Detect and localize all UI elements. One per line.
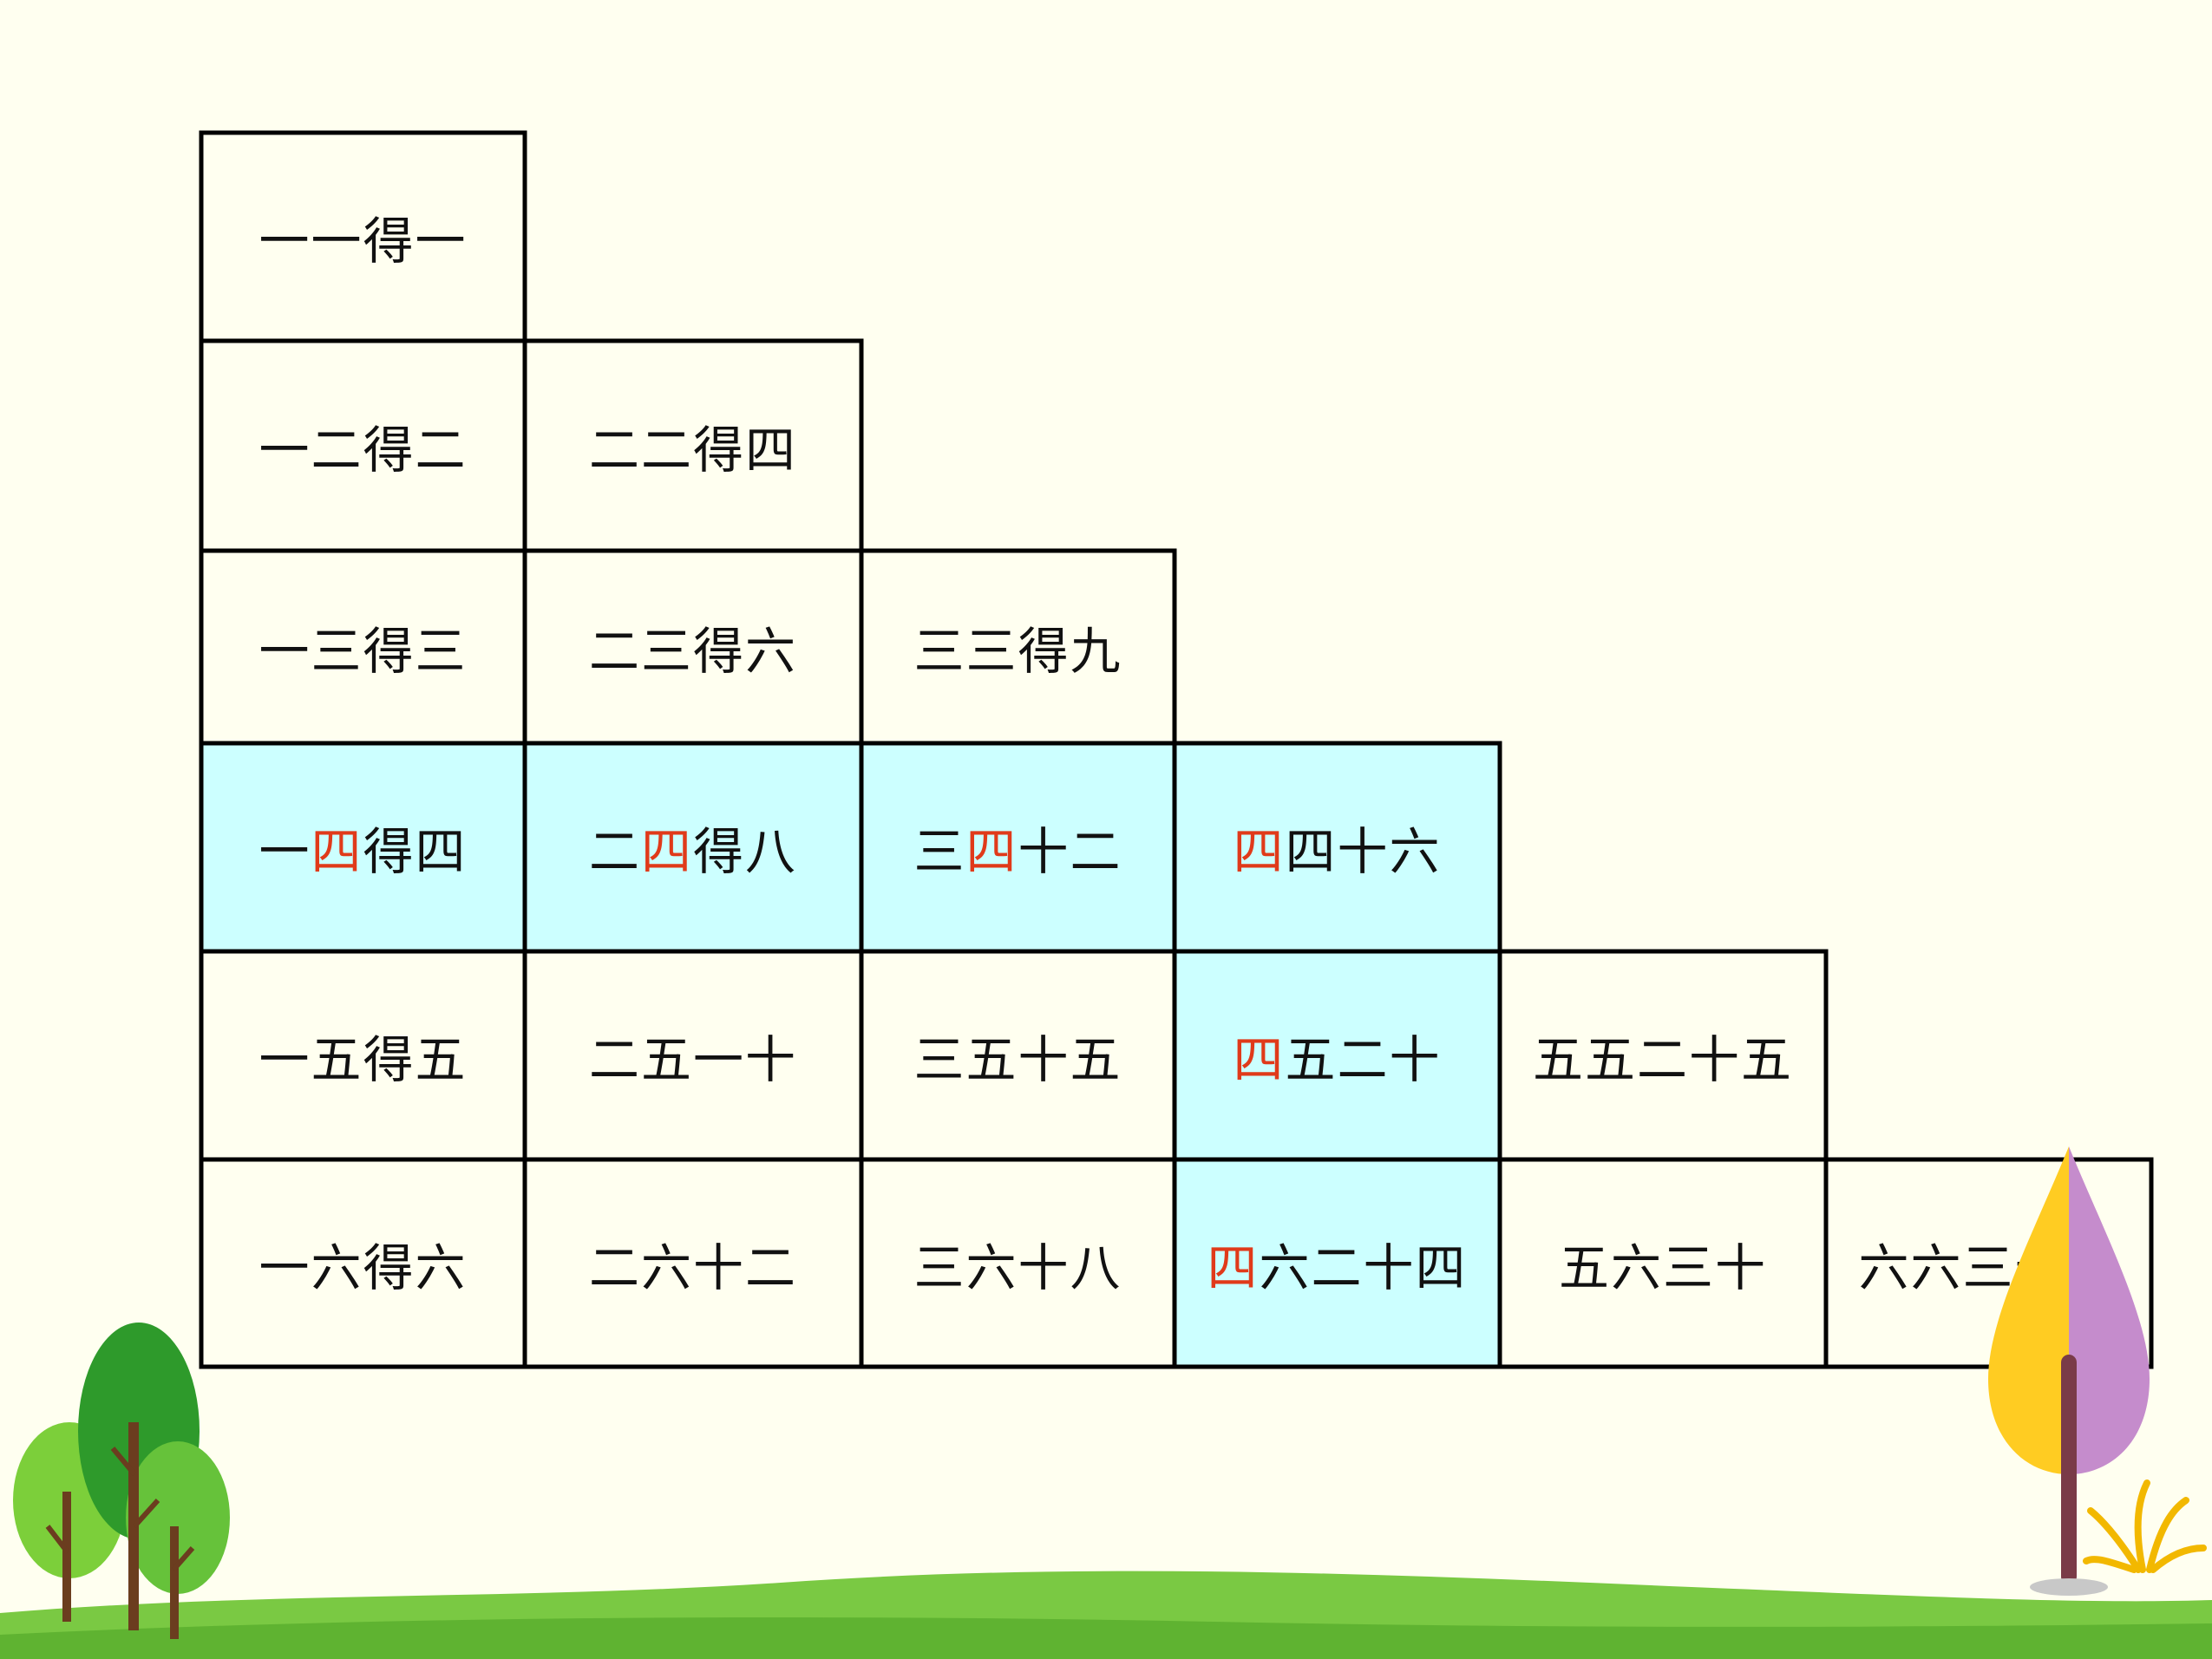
cell-text: 三三得九 (913, 622, 1122, 681)
table-cell: 五五二十五 (1500, 951, 1826, 1159)
cell-text: 二五一十 (588, 1030, 797, 1089)
cell-text: 一三得三 (259, 622, 468, 681)
cell-text: 二四得八 (588, 822, 798, 881)
table-cell: 二三得六 (525, 551, 861, 743)
cell-text: 一六得六 (259, 1238, 468, 1297)
table-cell: 一六得六 (201, 1159, 525, 1367)
cell-text: 四四十六 (1233, 822, 1442, 881)
table-cell: 四四十六 (1175, 743, 1500, 951)
table-cell: 一三得三 (201, 551, 525, 743)
table-cell: 四五二十 (1175, 951, 1500, 1159)
table-cell: 四六二十四 (1175, 1159, 1500, 1367)
cell-text: 四六二十四 (1207, 1238, 1468, 1297)
table-cell: 一二得二 (201, 341, 525, 551)
cell-text: 二三得六 (588, 622, 797, 681)
table-cell: 三六十八 (861, 1159, 1175, 1367)
cell-text: 三四十二 (913, 822, 1122, 881)
table-cell: 五六三十 (1500, 1159, 1826, 1367)
cell-text: 六六三十六 (1858, 1238, 2119, 1297)
cell-text: 四五二十 (1233, 1030, 1442, 1089)
table-cell: 一一得一 (201, 133, 525, 341)
table-cell: 二二得四 (525, 341, 861, 551)
cell-text: 一四得四 (259, 822, 468, 881)
table-cell: 三五十五 (861, 951, 1175, 1159)
table-cell: 三三得九 (861, 551, 1175, 743)
cell-text: 一一得一 (259, 212, 468, 271)
cell-text: 三六十八 (913, 1238, 1122, 1297)
cell-text: 五六三十 (1558, 1238, 1767, 1297)
table-cell: 二四得八 (525, 743, 861, 951)
table-cell: 六六三十六 (1826, 1159, 2151, 1367)
table-cell: 二五一十 (525, 951, 861, 1159)
green-trees-icon (13, 1323, 230, 1639)
cell-text: 一二得二 (259, 421, 468, 480)
cell-text: 二六十二 (588, 1238, 797, 1297)
table-cell: 一五得五 (201, 951, 525, 1159)
table-cell: 二六十二 (525, 1159, 861, 1367)
table-cell: 一四得四 (201, 743, 525, 951)
table-cell: 三四十二 (861, 743, 1175, 951)
cell-text: 三五十五 (913, 1030, 1122, 1089)
cell-text: 二二得四 (588, 421, 797, 480)
cell-text: 一五得五 (259, 1030, 468, 1089)
cell-text: 五五二十五 (1532, 1030, 1793, 1089)
